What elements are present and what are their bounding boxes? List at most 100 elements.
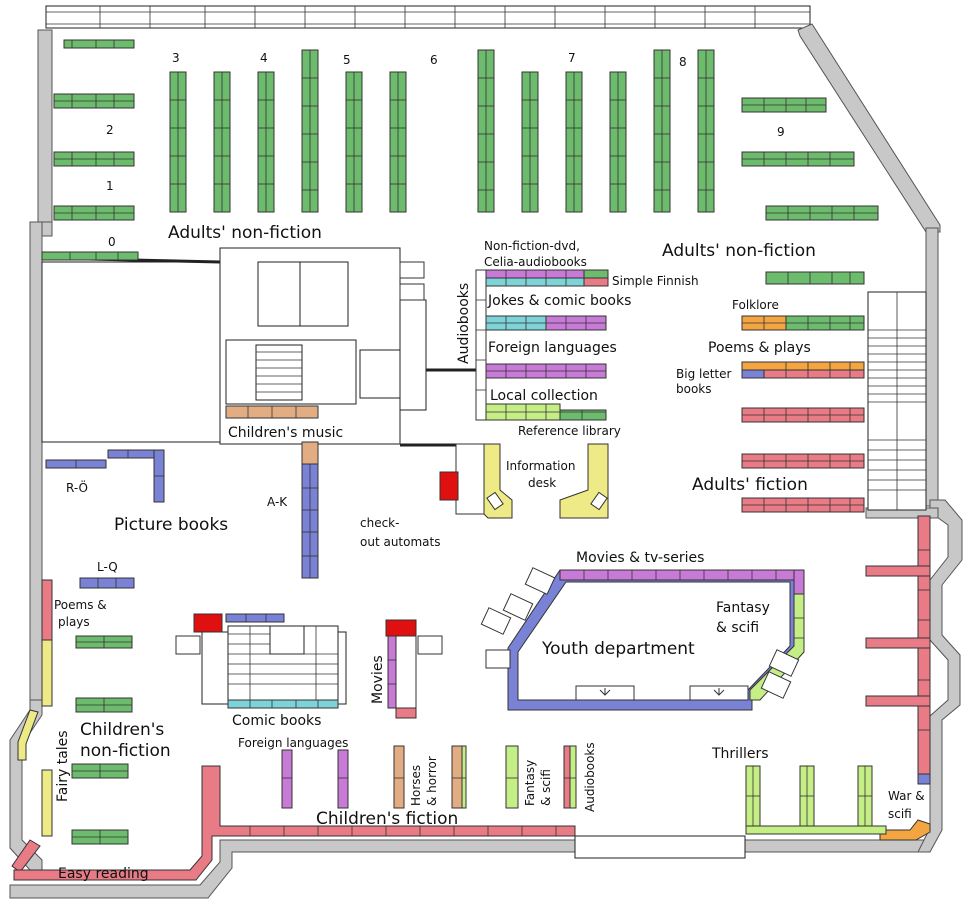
label-foreign-bottom: Foreign languages [238, 736, 348, 750]
information-desk[interactable] [455, 443, 609, 519]
label-youth: Youth department [541, 639, 695, 659]
label-comic-books: Comic books [232, 713, 321, 729]
label-folklore: Folklore [732, 298, 779, 312]
label-movies-tv: Movies & tv-series [576, 550, 704, 566]
info-back-panel [455, 443, 485, 515]
bigletter-pink [763, 369, 865, 379]
stairs-upper-left [255, 344, 303, 401]
label-shelf-7: 7 [568, 51, 576, 65]
poems-shelf-a [741, 361, 865, 371]
foreign-bottom-1 [281, 749, 293, 809]
audiobooks-vertical-shelf [475, 269, 487, 421]
label-nonfiction-dvd: Non-fiction-dvd, [484, 239, 580, 253]
label-shelf-9: 9 [777, 125, 785, 139]
label-poems-left-1: Poems & [54, 598, 107, 612]
audiobooks-bottom-green [569, 745, 577, 809]
stairs-central [201, 625, 347, 705]
label-easy-reading: Easy reading [58, 866, 149, 882]
label-reference-library: Reference library [518, 424, 621, 438]
label-horses-2: & horror [425, 756, 439, 806]
a-k-shelf-tan [301, 441, 319, 465]
label-childrens-music: Children's music [228, 425, 343, 441]
local-collection-green [559, 409, 607, 421]
label-jokes: Jokes & comic books [487, 293, 631, 309]
label-poems-left-2: plays [58, 615, 90, 629]
label-childrens-nonfiction-1: Children's [80, 720, 164, 740]
movies-tv-shelf [559, 569, 805, 581]
right-fiction-h2 [865, 637, 931, 649]
label-shelf-3: 3 [172, 51, 180, 65]
label-r-o: R-Ö [66, 479, 88, 495]
fairy-tales-shelf-a [41, 639, 53, 707]
automat-red-1 [439, 471, 459, 501]
label-a-k: A-K [267, 495, 288, 509]
workstation-4 [417, 635, 443, 655]
label-fairy-tales: Fairy tales [55, 730, 71, 802]
label-fantasy-bottom-2: & scifi [539, 769, 553, 806]
label-foreign-top: Foreign languages [488, 340, 617, 356]
war-scifi-orange [879, 819, 931, 841]
label-shelf-6: 6 [430, 53, 438, 67]
right-fiction-dividers [742, 316, 930, 731]
label-fantasy-2: & scifi [716, 620, 759, 636]
shelf-dividers-green [54, 40, 878, 284]
movies-tv-right [793, 569, 805, 595]
label-adults-fiction: Adults' fiction [692, 475, 808, 495]
label-big-letter-1: Big letter [676, 367, 732, 381]
l-q-shelf [79, 577, 135, 589]
interior-rooms [41, 247, 927, 859]
youth-department[interactable] [507, 569, 805, 711]
label-poems-right: Poems & plays [708, 340, 811, 356]
right-fiction-h1 [865, 565, 931, 577]
horses-shelf [393, 745, 405, 809]
poems-left-shelf [41, 579, 53, 641]
foreign-bottom-2 [337, 749, 349, 809]
fantasy-bottom-shelf [505, 745, 519, 809]
simple-finnish-pink [583, 277, 609, 287]
children-dividers [72, 406, 872, 844]
label-war-1: War & [888, 789, 925, 803]
label-thrillers: Thrillers [711, 746, 769, 762]
label-adults-nonfiction-right: Adults' non-fiction [662, 241, 816, 261]
movies-shelf [387, 635, 397, 709]
workstation-2 [399, 283, 425, 301]
fairy-tales-shelf-c [41, 769, 53, 837]
workstation-1 [399, 261, 425, 279]
fairy-tales-shelf-b [17, 709, 39, 761]
workstation-8 [485, 649, 511, 669]
workstation-5 [524, 567, 556, 595]
label-fantasy-bottom-1: Fantasy [523, 760, 537, 806]
childrens-fiction-wall [13, 765, 576, 881]
label-shelf-1: 1 [106, 179, 114, 193]
right-fiction-h3 [865, 695, 931, 707]
info-monitor-1 [486, 491, 504, 511]
computer-workstations[interactable] [175, 261, 800, 699]
label-celia: Celia-audiobooks [484, 255, 587, 269]
workstation-9 [768, 649, 800, 677]
horses-shelf-b [451, 745, 463, 809]
horses-shelf-c [461, 745, 467, 809]
shelf-0 [41, 251, 139, 261]
label-childrens-fiction: Children's fiction [316, 809, 458, 829]
label-fantasy-1: Fantasy [716, 600, 770, 616]
label-shelf-5: 5 [343, 53, 351, 67]
label-checkout-1: check- [360, 516, 399, 530]
audiobook-dividers [476, 270, 606, 420]
comic-top-shelf [225, 613, 285, 623]
label-audiobooks-vertical: Audiobooks [456, 283, 472, 364]
label-childrens-nonfiction-2: non-fiction [80, 741, 171, 761]
label-simple-finnish: Simple Finnish [612, 274, 699, 288]
automat-red-3 [385, 619, 417, 637]
label-shelf-4: 4 [260, 51, 268, 65]
label-desk: desk [528, 476, 556, 490]
checkout-automats[interactable] [193, 471, 459, 637]
label-local-collection: Local collection [490, 388, 598, 404]
label-movies-vertical: Movies [370, 655, 386, 704]
comic-bottom-shelf [227, 699, 339, 709]
label-war-2: scifi [888, 807, 912, 821]
nonfiction-dvd-shelf [485, 269, 585, 279]
movies-shelf-b [395, 635, 417, 709]
label-audiobooks-bottom: Audiobooks [583, 742, 597, 812]
label-adults-nonfiction-left: Adults' non-fiction [168, 223, 322, 243]
